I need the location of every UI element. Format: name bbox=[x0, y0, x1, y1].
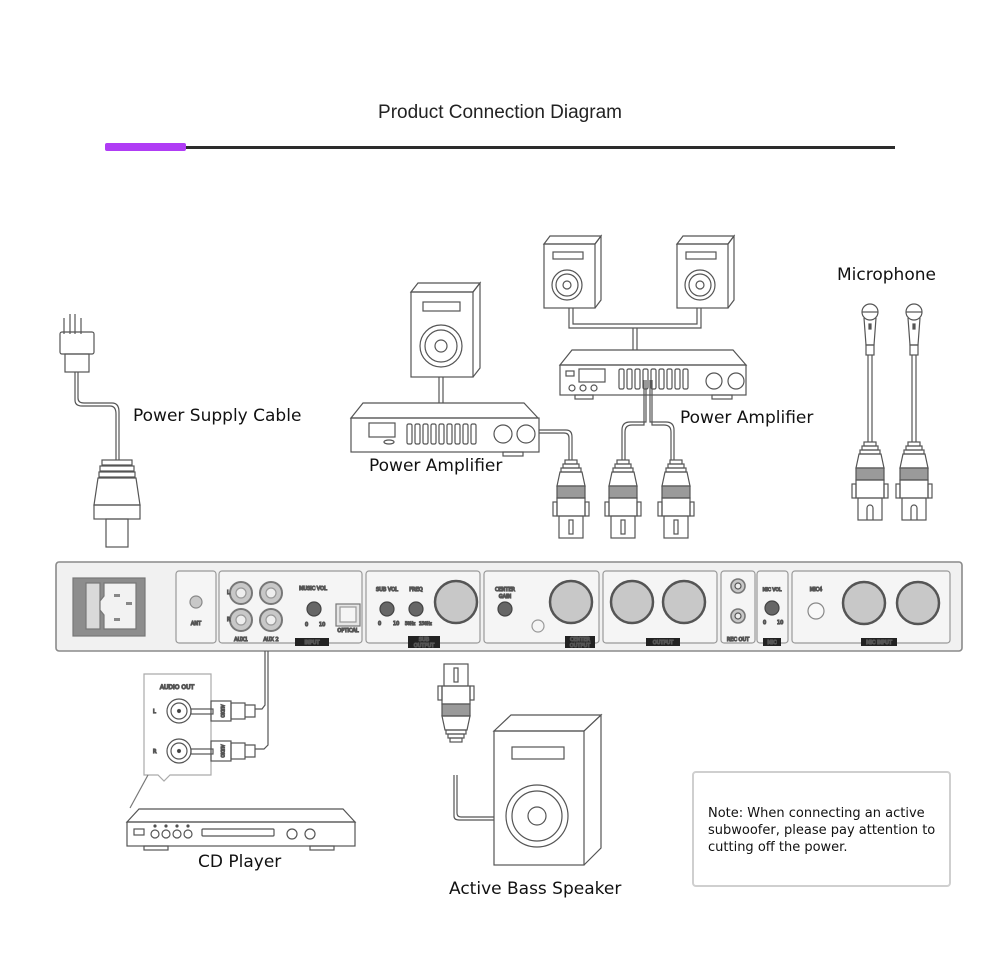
optical-label: OPTICAL bbox=[337, 628, 358, 634]
microphones-icon bbox=[851, 303, 933, 521]
amp-slot bbox=[406, 423, 413, 445]
amp-slot bbox=[454, 423, 461, 445]
cd-player-audio-out-detail: AUDIO OUT L R AUDIO AUDIO bbox=[129, 651, 269, 809]
active-bass-speaker-icon bbox=[453, 713, 603, 866]
freq-label: FREQ bbox=[409, 587, 423, 593]
sub-output-tag: SUB bbox=[419, 637, 430, 643]
mic-vol-label: MIC VOL bbox=[763, 587, 782, 593]
title-divider-accent bbox=[105, 143, 186, 151]
freq-knob[interactable] bbox=[408, 601, 424, 617]
microphone-label: Microphone bbox=[837, 265, 936, 285]
power-cable-icon bbox=[59, 314, 141, 548]
sub-vol-label: SUB VOL bbox=[376, 587, 398, 593]
aux1-label: AUX1 bbox=[234, 637, 248, 643]
left-speaker-icon bbox=[409, 281, 482, 403]
xlr-plug bbox=[552, 459, 590, 539]
freq-min: 50Hz bbox=[405, 621, 415, 626]
output-right-xlr bbox=[661, 579, 707, 625]
power-supply-cable-label: Power Supply Cable bbox=[133, 406, 302, 426]
output-left-xlr bbox=[609, 579, 655, 625]
mic-vol-max: 10 bbox=[777, 620, 783, 626]
center-output-tag: CENTER bbox=[570, 637, 591, 643]
right-power-amplifier-icon bbox=[558, 349, 748, 460]
music-vol-knob[interactable] bbox=[306, 601, 322, 617]
title-divider bbox=[105, 146, 895, 149]
center-gain-knob[interactable] bbox=[497, 601, 513, 617]
sub-vol-knob[interactable] bbox=[379, 601, 395, 617]
cd-player-label: CD Player bbox=[198, 852, 282, 872]
center-output-tag-2: OUTPUT bbox=[570, 643, 591, 649]
music-vol-min: 0 bbox=[305, 622, 308, 628]
right-speakers-icon bbox=[542, 234, 736, 350]
cd-player-icon bbox=[125, 808, 357, 851]
mic-tag: MIC bbox=[767, 640, 777, 646]
amp-slot bbox=[666, 368, 673, 390]
note-text: Note: When connecting an active subwoofe… bbox=[708, 806, 936, 855]
music-vol-max: 10 bbox=[319, 622, 325, 628]
active-bass-speaker-label: Active Bass Speaker bbox=[449, 879, 622, 899]
amp-slot bbox=[682, 368, 689, 390]
page-title: Product Connection Diagram bbox=[378, 102, 622, 123]
output-tag: OUTPUT bbox=[653, 640, 674, 646]
rca-plug-label: AUDIO bbox=[220, 704, 225, 717]
amp-slot bbox=[422, 423, 429, 445]
note-box: Note: When connecting an active subwoofe… bbox=[692, 771, 951, 887]
mic-input-2-xlr bbox=[895, 580, 941, 626]
rec-out-label: REC OUT bbox=[727, 637, 750, 643]
amp-slot bbox=[430, 423, 437, 445]
amp-slot bbox=[674, 368, 681, 390]
amp-slot bbox=[446, 423, 453, 445]
aux2-label: AUX 2 bbox=[263, 637, 278, 643]
amp-slot bbox=[470, 423, 477, 445]
amp-slot bbox=[462, 423, 469, 445]
mic4-label: MIC4 bbox=[810, 587, 822, 593]
center-gain-label: CENTER bbox=[495, 587, 516, 593]
power-amplifier-left-label: Power Amplifier bbox=[369, 456, 503, 476]
mic-input-tag: MIC INPUT bbox=[866, 640, 893, 646]
center-output-xlr bbox=[548, 579, 594, 625]
left-channel-label: L bbox=[227, 590, 230, 596]
freq-max: 150Hz bbox=[419, 621, 432, 626]
input-tag: INPUT bbox=[305, 640, 321, 646]
rca-plug-label: AUDIO bbox=[220, 744, 225, 757]
mic-vol-knob[interactable] bbox=[764, 600, 780, 616]
mic-vol-min: 0 bbox=[763, 620, 766, 626]
cd-left-jack-label: L bbox=[153, 709, 156, 715]
amp-slot bbox=[618, 368, 625, 390]
sub-vol-min: 0 bbox=[378, 621, 381, 627]
amp-slot bbox=[634, 368, 641, 390]
amp-slot bbox=[650, 368, 657, 390]
xlr-plug bbox=[657, 459, 695, 539]
amp-slot bbox=[658, 368, 665, 390]
right-channel-label: R bbox=[227, 617, 231, 623]
center-gain-label-2: GAIN bbox=[499, 594, 512, 600]
sub-vol-max: 10 bbox=[393, 621, 399, 627]
amp-slot bbox=[626, 368, 633, 390]
power-amplifier-right-label: Power Amplifier bbox=[680, 408, 814, 428]
subwoofer-xlr-plug-icon bbox=[437, 663, 475, 743]
left-power-amplifier-icon bbox=[349, 402, 573, 460]
sub-output-tag-2: OUTPUT bbox=[414, 643, 435, 649]
audio-out-label: AUDIO OUT bbox=[160, 684, 195, 691]
music-vol-label: MUSIC VOL bbox=[299, 586, 327, 592]
device-rear-panel: ANT L R AUX1 AUX 2 MUSIC VOL 0 10 OPTICA… bbox=[55, 561, 963, 652]
amp-slot bbox=[438, 423, 445, 445]
xlr-plug bbox=[604, 459, 642, 539]
ant-label: ANT bbox=[191, 621, 202, 627]
amp-slot bbox=[414, 423, 421, 445]
cd-right-jack-label: R bbox=[153, 749, 157, 755]
mic-input-1-xlr bbox=[841, 580, 887, 626]
sub-output-xlr bbox=[433, 579, 479, 625]
xlr-plugs-icon bbox=[552, 459, 695, 539]
